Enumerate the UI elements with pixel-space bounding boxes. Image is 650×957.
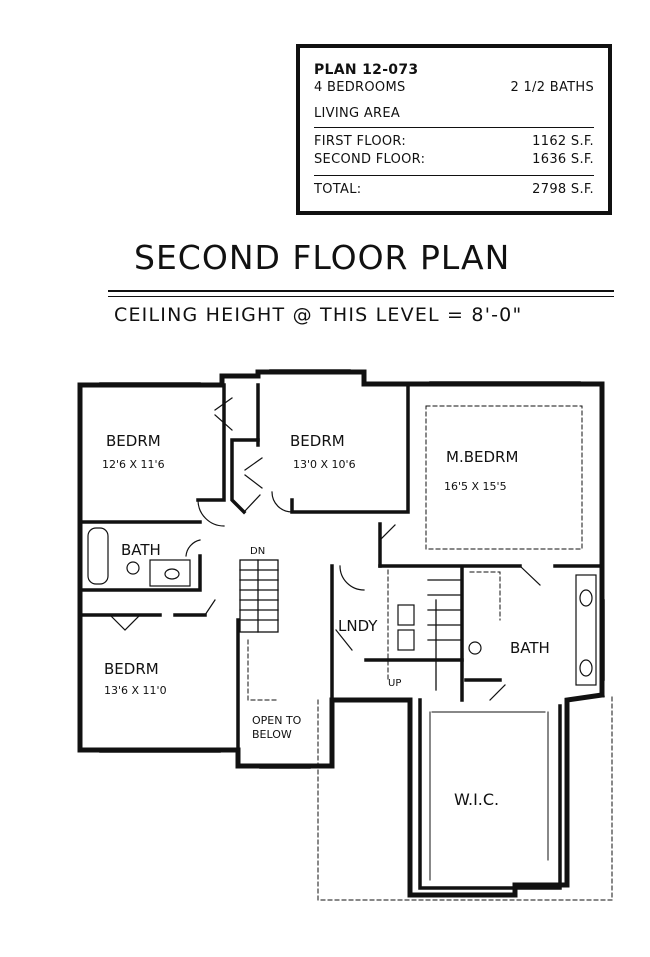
bedroom-3-name: BEDRM <box>104 660 159 678</box>
plan-number-text: PLAN 12-073 <box>314 62 419 78</box>
bath-fixtures <box>87 527 597 686</box>
title-rule <box>108 296 614 297</box>
exterior-walls <box>77 369 605 898</box>
interior-walls <box>82 383 602 890</box>
room-labels: BEDRM 12'6 X 11'6 BEDRM 13'0 X 10'6 M.BE… <box>102 432 550 809</box>
living-area-label: LIVING AREA <box>314 106 401 121</box>
bedroom-2-size: 13'0 X 10'6 <box>293 458 356 471</box>
bath-2-label: BATH <box>510 639 550 657</box>
closet-shelves <box>247 405 613 901</box>
second-floor-label: SECOND FLOOR: <box>314 152 426 167</box>
first-floor-label: FIRST FLOOR: <box>314 134 407 149</box>
first-floor-value: 1162 S.F. <box>532 134 594 149</box>
laundry-label: LNDY <box>338 617 378 635</box>
title-rule <box>108 290 614 292</box>
stairs <box>239 559 463 691</box>
walk-in-closet-label: W.I.C. <box>454 790 499 809</box>
windows <box>99 369 605 769</box>
first-floor-row: FIRST FLOOR: 1162 S.F. <box>314 134 594 149</box>
bedroom-1-size: 12'6 X 11'6 <box>102 458 165 471</box>
plan-info-box: PLAN 12-073 4 BEDROOMS 2 1/2 BATHS LIVIN… <box>296 44 612 215</box>
master-bedroom-name: M.BEDRM <box>446 448 518 466</box>
bedroom-3-size: 13'6 X 11'0 <box>104 684 167 697</box>
total-label: TOTAL: <box>314 182 362 197</box>
stair-up-label: UP <box>388 678 401 689</box>
page-title: SECOND FLOOR PLAN <box>134 238 511 277</box>
baths-count: 2 1/2 BATHS <box>510 80 594 95</box>
bath-1-label: BATH <box>121 541 161 559</box>
stair-down-label: DN <box>250 546 265 557</box>
master-bedroom-size: 16'5 X 15'5 <box>444 480 507 493</box>
bedroom-2-name: BEDRM <box>290 432 345 450</box>
wic-rods <box>429 711 549 881</box>
bedroom-1-name: BEDRM <box>106 432 161 450</box>
second-floor-value: 1636 S.F. <box>532 152 594 167</box>
divider <box>314 175 594 176</box>
door-swings <box>109 397 541 701</box>
open-to-below-line-2: BELOW <box>252 728 292 741</box>
divider <box>314 127 594 128</box>
open-to-below-line-1: OPEN TO <box>252 714 302 727</box>
bed-bath-row: 4 BEDROOMS 2 1/2 BATHS <box>314 80 594 95</box>
plan-number: PLAN 12-073 <box>314 62 594 78</box>
bedrooms-count: 4 BEDROOMS <box>314 80 406 95</box>
total-value: 2798 S.F. <box>532 182 594 197</box>
second-floor-row: SECOND FLOOR: 1636 S.F. <box>314 152 594 167</box>
ceiling-height-note: CEILING HEIGHT @ THIS LEVEL = 8'-0" <box>114 304 523 326</box>
living-area-row: LIVING AREA <box>314 106 594 121</box>
total-row: TOTAL: 2798 S.F. <box>314 182 594 197</box>
